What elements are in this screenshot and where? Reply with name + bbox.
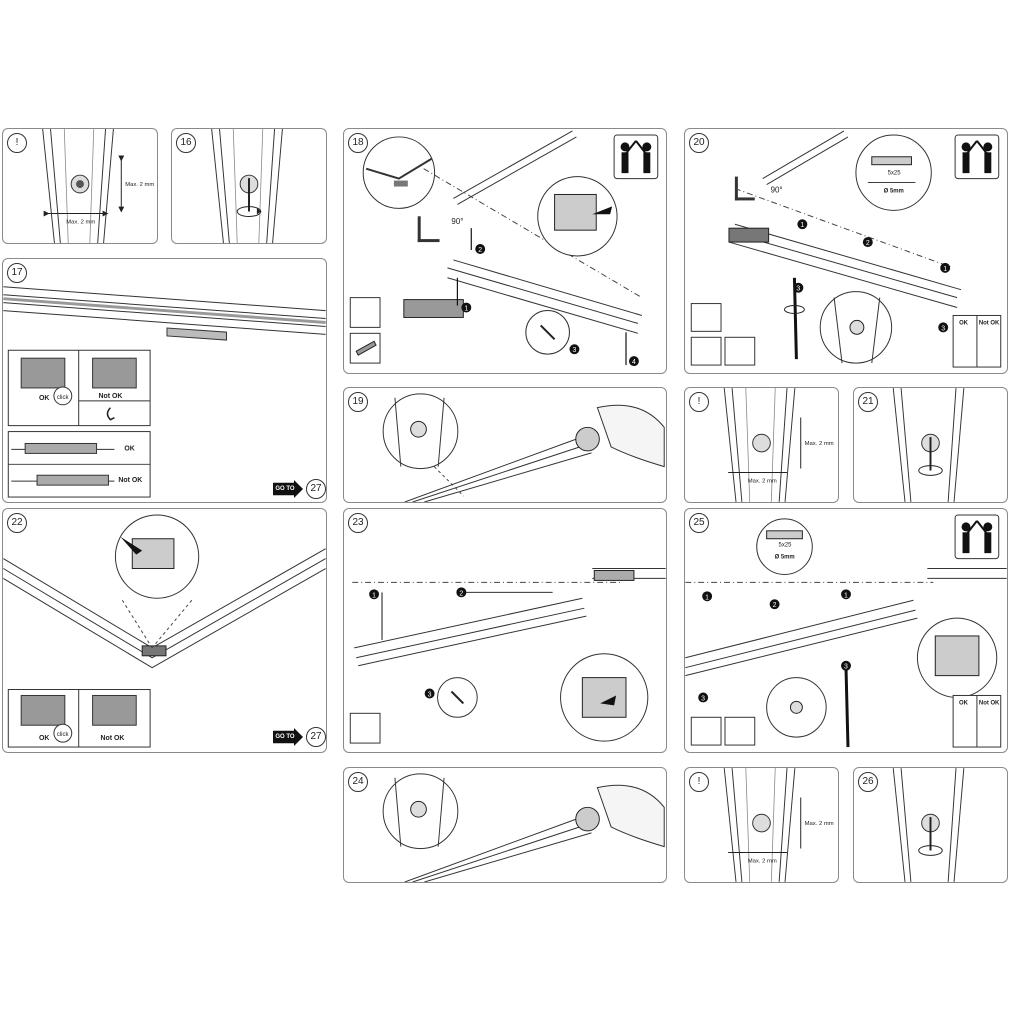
drill-size-label: Ø 5mm xyxy=(884,188,904,194)
gap-tolerance-illustration: Max. 2 mm Max. 2 mm xyxy=(42,129,154,243)
step-number: ! xyxy=(689,392,709,412)
track-joint-illustration: click OK Not OK OK Not OK xyxy=(3,286,326,498)
angle-label: 90° xyxy=(771,185,783,194)
step-number: 16 xyxy=(176,133,196,153)
not-ok-label: Not OK xyxy=(979,320,1000,326)
panel-step-19: 19 xyxy=(343,387,667,503)
screw-size-label: 5x25 xyxy=(888,171,902,177)
callout-4: 4 xyxy=(632,359,636,366)
step-number: 23 xyxy=(348,513,368,533)
callout-3: 3 xyxy=(844,664,848,671)
screw-size-label: 5x25 xyxy=(779,543,793,549)
callout-1: 1 xyxy=(800,222,804,229)
callout-1: 1 xyxy=(464,306,468,313)
goto-step-number: 27 xyxy=(306,479,326,499)
step-number: 22 xyxy=(7,513,27,533)
track-alignment-illustration: 1 2 3 xyxy=(349,568,666,744)
step-number: ! xyxy=(7,133,27,153)
callout-3: 3 xyxy=(796,286,800,293)
gap-tolerance-illustration: Max. 2 mm Max. 2 mm xyxy=(723,768,834,882)
callout-1b: 1 xyxy=(943,266,947,273)
max-horizontal-label: Max. 2 mm xyxy=(66,219,95,225)
callout-3: 3 xyxy=(428,691,432,698)
max-horizontal-label: Max. 2 mm xyxy=(748,478,777,484)
ok-label: OK xyxy=(959,700,969,706)
drill-size-label: Ø 5mm xyxy=(775,555,795,561)
gap-tolerance-illustration: Max. 2 mm Max. 2 mm xyxy=(723,388,834,502)
callout-3: 3 xyxy=(572,347,576,354)
goto-27-link[interactable]: GO TO 27 xyxy=(273,479,326,499)
ceiling-drill-illustration: 90° 5x25 Ø 5mm 3 1 2 1 3 OK Not OK xyxy=(690,130,1002,368)
ok-label: OK xyxy=(959,320,969,326)
not-ok-label: Not OK xyxy=(979,700,1000,706)
goto-arrow-icon: GO TO xyxy=(273,728,303,746)
ok-label: OK xyxy=(39,735,49,742)
panel-warning-gap-3: ! Max. 2 mm Max. 2 mm xyxy=(684,767,839,883)
screw-tighten-illustration xyxy=(211,129,283,243)
goto-27-link[interactable]: GO TO 27 xyxy=(273,727,326,747)
callout-1: 1 xyxy=(372,592,376,599)
end-cap-illustration xyxy=(382,393,665,502)
max-vertical-label: Max. 2 mm xyxy=(125,182,154,188)
not-ok-label-2: Not OK xyxy=(118,477,142,484)
step-number: 24 xyxy=(348,772,368,792)
corner-connector-illustration: click OK Not OK xyxy=(3,514,326,748)
panel-step-23: 23 1 2 3 xyxy=(343,508,667,753)
panel-warning-gap-1: ! Max. 2 mm Max. 2 mm xyxy=(2,128,158,244)
two-person-icon xyxy=(961,140,993,174)
ok-label-2: OK xyxy=(124,445,134,452)
panel-warning-gap-2: ! Max. 2 mm Max. 2 mm xyxy=(684,387,839,503)
goto-arrow-icon: GO TO xyxy=(273,480,303,498)
max-vertical-label: Max. 2 mm xyxy=(805,441,834,447)
callout-2: 2 xyxy=(459,590,463,597)
max-vertical-label: Max. 2 mm xyxy=(805,821,834,827)
panel-step-24: 24 xyxy=(343,767,667,883)
goto-step-number: 27 xyxy=(306,727,326,747)
step-number: 19 xyxy=(348,392,368,412)
callout-2: 2 xyxy=(478,247,482,254)
panel-step-18: 18 90° 2 1 3 4 xyxy=(343,128,667,374)
click-label: click xyxy=(57,395,69,401)
step-number: 21 xyxy=(858,392,878,412)
click-label: click xyxy=(57,732,69,738)
panel-step-26: 26 xyxy=(853,767,1008,883)
callout-1: 1 xyxy=(705,594,709,601)
callout-2: 2 xyxy=(866,240,870,247)
two-person-icon xyxy=(620,140,652,174)
panel-step-25: 25 5x25 Ø 5mm 1 2 1 3 3 OK Not OK xyxy=(684,508,1008,753)
step-number: 20 xyxy=(689,133,709,153)
not-ok-label: Not OK xyxy=(99,393,123,400)
screw-tighten-illustration xyxy=(892,768,965,882)
step-number: ! xyxy=(689,772,709,792)
angle-label: 90° xyxy=(451,217,463,226)
ok-label: OK xyxy=(39,395,49,402)
callout-1b: 1 xyxy=(844,592,848,599)
end-cap-illustration xyxy=(382,773,665,882)
panel-step-22: 22 click OK Not OK GO TO 27 xyxy=(2,508,327,753)
callout-3b: 3 xyxy=(701,695,705,702)
not-ok-label: Not OK xyxy=(101,735,125,742)
callout-2: 2 xyxy=(773,602,777,609)
step-number: 26 xyxy=(858,772,878,792)
ceiling-mount-illustration: 90° 2 1 3 4 xyxy=(349,130,659,366)
panel-step-20: 20 90° 5x25 Ø 5mm 3 1 2 1 3 OK Not OK xyxy=(684,128,1008,374)
two-person-icon xyxy=(961,520,993,554)
panel-step-17: 17 click OK Not OK OK Not OK GO TO 27 xyxy=(2,258,327,503)
ceiling-drill-alignment-illustration: 5x25 Ø 5mm 1 2 1 3 3 OK Not OK xyxy=(685,514,1007,748)
panel-step-21: 21 xyxy=(853,387,1008,503)
screw-tighten-illustration xyxy=(892,388,965,502)
max-horizontal-label: Max. 2 mm xyxy=(748,858,777,864)
step-number: 18 xyxy=(348,133,368,153)
panel-step-16: 16 xyxy=(171,128,327,244)
step-number: 25 xyxy=(689,513,709,533)
callout-3b: 3 xyxy=(941,325,945,332)
step-number: 17 xyxy=(7,263,27,283)
